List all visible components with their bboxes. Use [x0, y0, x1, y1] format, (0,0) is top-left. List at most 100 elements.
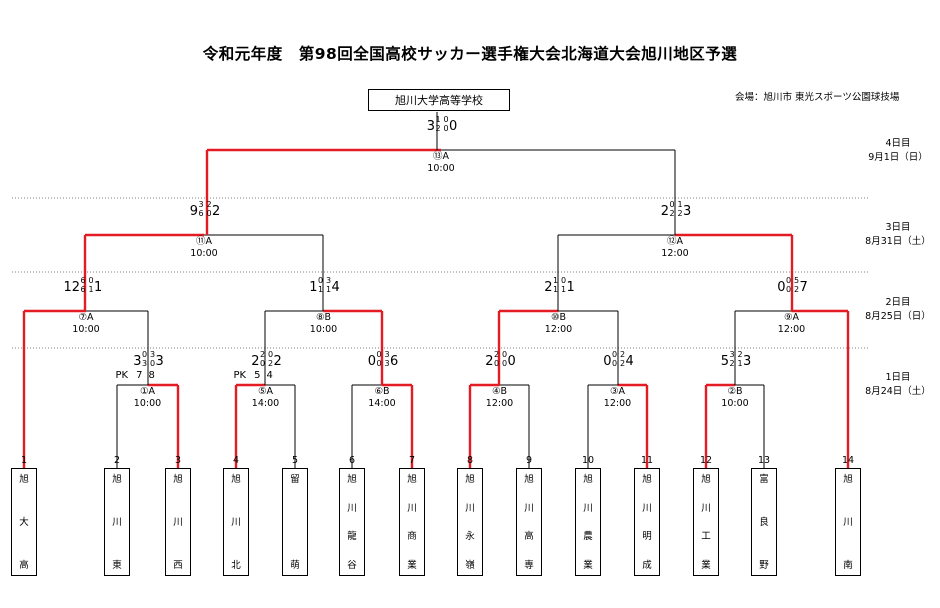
team-box: 旭川永嶺 [457, 468, 483, 576]
team-number: 7 [408, 455, 416, 466]
team-name-char: 留 [290, 474, 300, 485]
half-second-right: 0 [501, 359, 508, 368]
half-first-left: 0 [141, 350, 148, 359]
round-date: 8月31日（土） [865, 236, 931, 247]
score-left: 3 [426, 119, 435, 134]
team-name-char: 川 [701, 502, 711, 514]
team-name-char: 川 [231, 517, 241, 528]
match-number: ⑩B [550, 312, 567, 323]
team-number: 14 [841, 455, 855, 466]
team-box: 旭大高 [11, 468, 37, 576]
half-first-right: 0 [560, 276, 567, 285]
half-first-right: 2 [619, 350, 626, 359]
team-name-char: 川 [583, 502, 593, 514]
team-box: 旭川南 [835, 468, 861, 576]
score-right: 0 [449, 119, 458, 134]
team-name-char: 旭 [583, 474, 593, 485]
score-right: 1 [566, 280, 575, 295]
score-left: 3 [133, 354, 142, 369]
score-left: 0 [777, 280, 786, 295]
team-box: 旭川高専 [516, 468, 542, 576]
half-first-right: 5 [793, 276, 800, 285]
half-first-right: 3 [149, 350, 156, 359]
team-box: 旭川北 [223, 468, 249, 576]
half-first-right: 0 [501, 350, 508, 359]
team-box: 留萌 [282, 468, 308, 576]
match-time: 14:00 [251, 398, 280, 409]
team-name-char: 業 [407, 559, 417, 571]
score-right: 1 [94, 280, 103, 295]
half-second-left: 6 [198, 209, 204, 218]
team-name-char: 旭 [524, 474, 534, 485]
half-first-right: 3 [384, 350, 390, 359]
team-box: 旭川工業 [693, 468, 719, 576]
team-box: 旭川農業 [575, 468, 601, 576]
team-box: 旭川東 [104, 468, 130, 576]
half-first-left: 0 [376, 350, 382, 359]
match-number: ②B [727, 386, 743, 397]
half-first-right: 0 [88, 276, 94, 285]
half-second-left: 2 [669, 209, 675, 218]
team-number: 11 [640, 455, 654, 466]
match-time: 12:00 [485, 398, 514, 409]
team-name-char: 萌 [290, 560, 300, 571]
half-second-right: 2 [267, 359, 274, 368]
champion-box: 旭川大学高等学校 [368, 89, 510, 111]
half-first-right: 1 [677, 200, 683, 209]
score-left: 2 [544, 280, 553, 295]
score-left: 2 [251, 354, 260, 369]
match-number: ④B [491, 386, 508, 397]
match-time: 10:00 [133, 398, 162, 409]
score-left: 0 [367, 354, 376, 369]
match-number: ⑤A [257, 386, 273, 397]
score-right: 4 [331, 280, 340, 295]
team-name-char: 専 [524, 559, 534, 571]
round-label: 4日目 [885, 138, 911, 149]
score-left: 5 [720, 354, 729, 369]
team-box: 旭川龍谷 [339, 468, 365, 576]
team-number: 3 [174, 455, 182, 466]
team-number: 6 [348, 455, 356, 466]
half-first-left: 0 [669, 200, 675, 209]
team-number: 9 [525, 455, 533, 466]
team-number: 2 [113, 455, 121, 466]
half-second-right: 2 [619, 359, 626, 368]
half-second-left: 0 [259, 359, 266, 368]
half-first-right: 2 [206, 200, 212, 209]
team-name-char: 旭 [465, 474, 475, 485]
score-right: 3 [155, 354, 164, 369]
team-box: 旭川商業 [399, 468, 425, 576]
team-name-char: 川 [642, 502, 652, 514]
match-number: ⑪A [196, 236, 212, 247]
team-number: 13 [757, 455, 771, 466]
half-first-left: 0 [317, 276, 324, 285]
half-first-right: 0 [267, 350, 274, 359]
team-number: 10 [581, 455, 595, 466]
team-name-char: 南 [843, 560, 853, 571]
team-name-char: 大 [19, 517, 29, 528]
team-number: 4 [232, 455, 240, 466]
team-name-char: 成 [642, 559, 652, 571]
pk-label: PK [115, 370, 129, 381]
half-second-left: 2 [729, 359, 735, 368]
team-name-char: 旭 [231, 474, 241, 485]
match-number: ⑬A [433, 151, 449, 162]
match-time: 12:00 [777, 324, 806, 335]
